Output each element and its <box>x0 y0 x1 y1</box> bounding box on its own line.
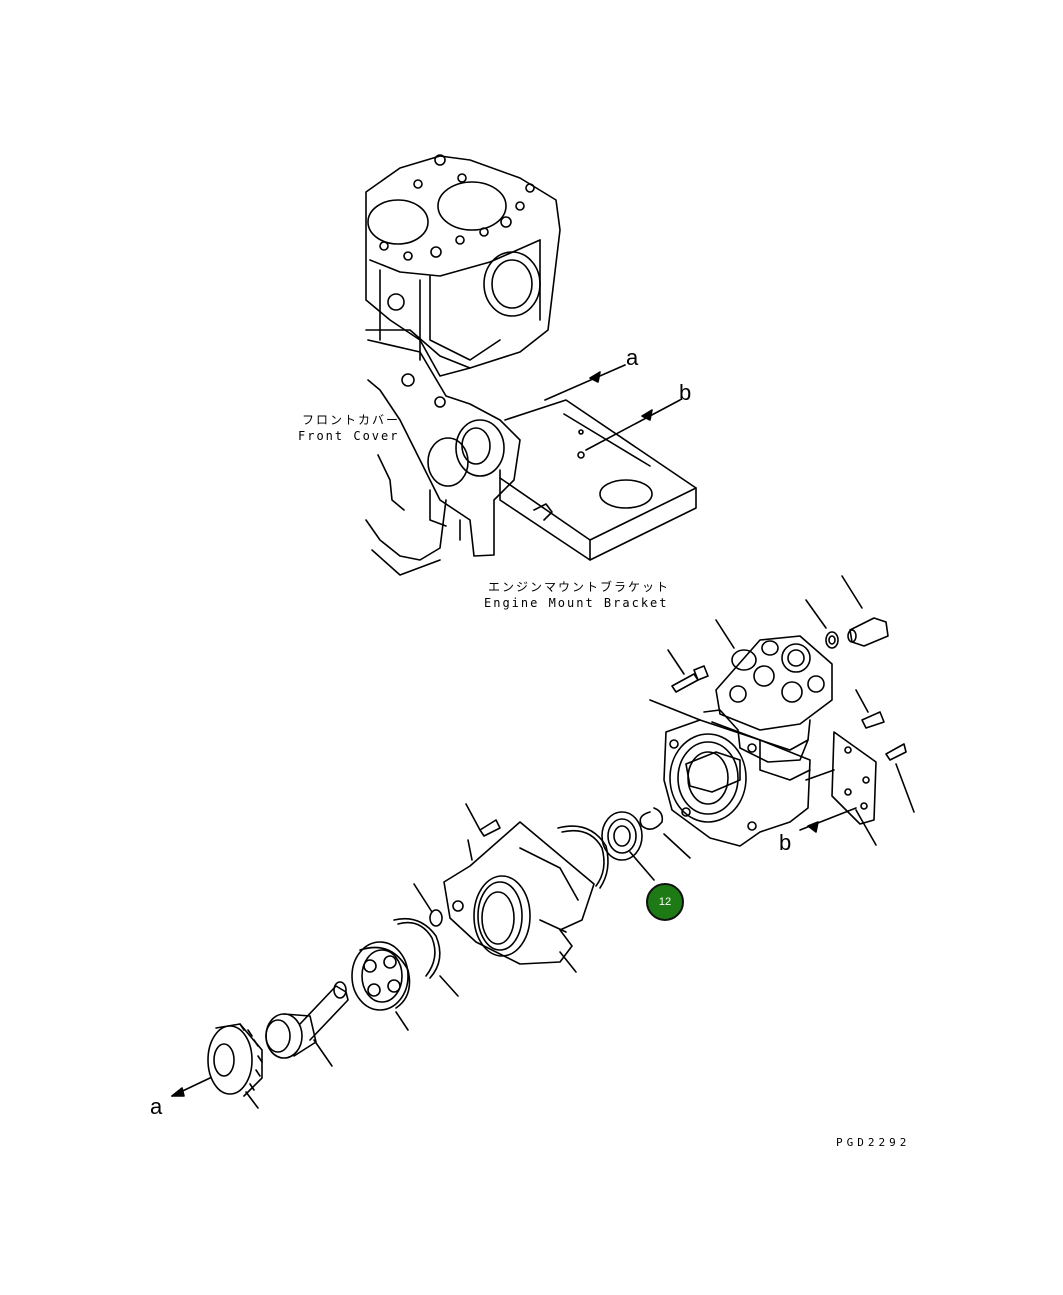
front-cover-label-jp: フロントカバー <box>302 413 401 427</box>
snap-ring-illustration <box>639 807 691 859</box>
fitting-and-washer-illustration <box>715 575 889 649</box>
part-callout-12[interactable]: 12 <box>646 883 684 921</box>
reference-label-b-top: b <box>679 380 692 405</box>
mount-bracket-label-jp: エンジンマウントブラケット <box>488 580 671 594</box>
engine-block-illustration <box>365 154 561 377</box>
drawing-code: PGD2292 <box>836 1136 911 1149</box>
gear-illustration <box>207 1023 263 1109</box>
reference-label-b-lower: b <box>779 830 792 855</box>
housing-illustration <box>443 821 595 973</box>
front-cover-illustration <box>365 339 521 576</box>
o-ring-small-illustration <box>413 883 443 927</box>
roller-bearing-illustration <box>351 941 411 1031</box>
shaft-illustration <box>265 981 349 1067</box>
o-ring-large-illustration <box>557 825 609 889</box>
reference-arrows-upper <box>544 364 681 451</box>
engine-mount-bracket-illustration <box>499 399 697 561</box>
reference-label-a-top: a <box>626 345 639 370</box>
mount-bracket-label-en: Engine Mount Bracket <box>484 596 669 610</box>
air-compressor-illustration <box>663 635 833 847</box>
front-cover-label-en: Front Cover <box>298 429 400 443</box>
o-ring-lower-illustration <box>393 917 459 997</box>
reference-label-a-lower: a <box>150 1094 163 1119</box>
reference-arrow-lower-a <box>171 1077 211 1097</box>
reference-arrow-lower-b <box>799 807 857 833</box>
cover-plate-illustration <box>805 731 877 846</box>
bolts-upper-illustration <box>649 649 915 813</box>
bearing-illustration <box>601 811 655 881</box>
housing-bolt-illustration <box>465 803 501 861</box>
